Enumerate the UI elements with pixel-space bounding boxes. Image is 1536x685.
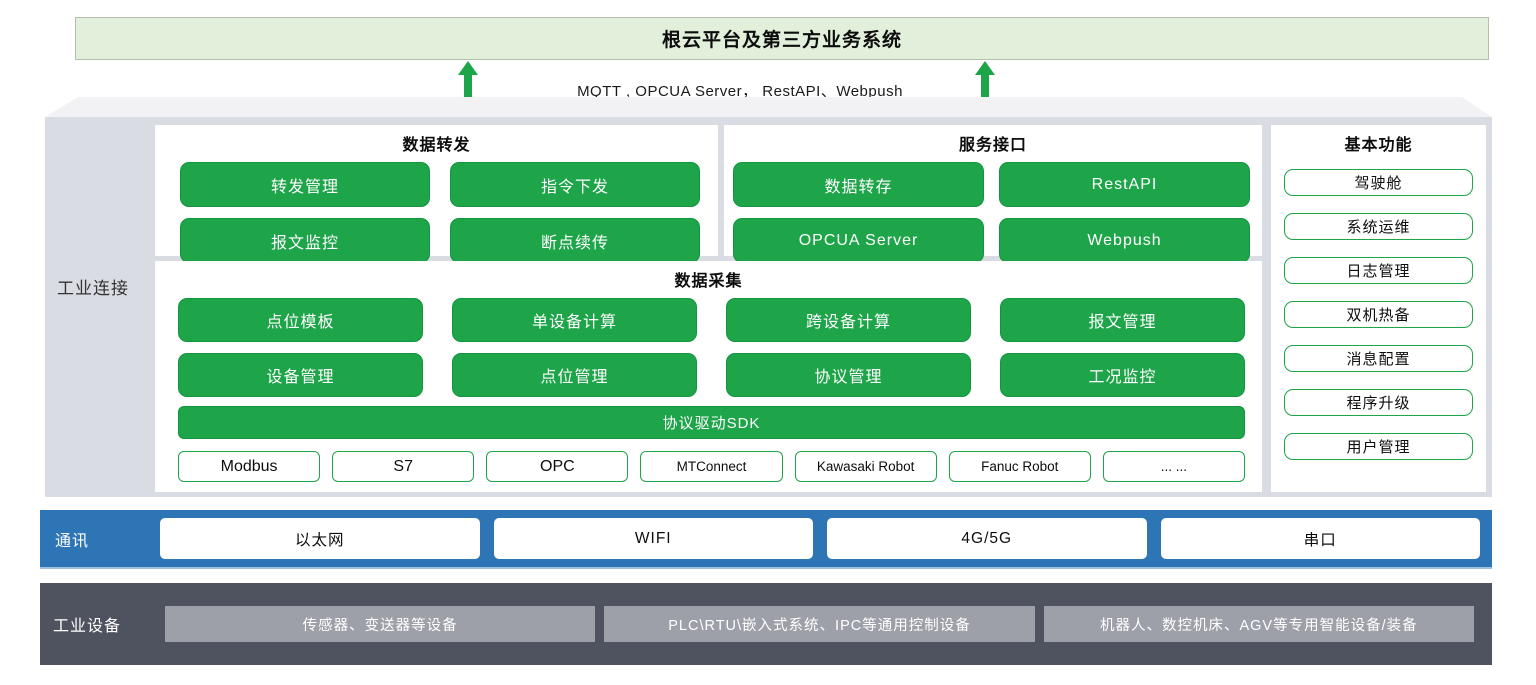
feature-button: OPCUA Server <box>733 218 984 263</box>
basic-functions-list: 驾驶舱 系统运维 日志管理 双机热备 消息配置 程序升级 用户管理 <box>1271 155 1486 460</box>
feature-button: 点位模板 <box>178 298 423 342</box>
protocol-box: Modbus <box>178 451 321 482</box>
basic-function-box: 用户管理 <box>1284 433 1473 460</box>
basic-function-box: 消息配置 <box>1284 345 1473 372</box>
protocol-box: OPC <box>486 451 629 482</box>
feature-button: 点位管理 <box>452 353 697 397</box>
communication-items: 以太网 WIFI 4G/5G 串口 <box>160 518 1492 559</box>
device-category-box: PLC\RTU\嵌入式系统、IPC等通用控制设备 <box>604 606 1035 642</box>
industrial-devices-items: 传感器、变送器等设备 PLC\RTU\嵌入式系统、IPC等通用控制设备 机器人、… <box>165 606 1492 642</box>
section-title: 服务接口 <box>958 137 1027 154</box>
data-forwarding-buttons: 转发管理 指令下发 报文监控 断点续传 <box>155 155 718 263</box>
section-title: 基本功能 <box>1344 137 1413 154</box>
data-collection-buttons: 点位模板 单设备计算 跨设备计算 报文管理 设备管理 点位管理 协议管理 工况监… <box>155 291 1262 397</box>
feature-button: Webpush <box>999 218 1250 263</box>
feature-button: 协议管理 <box>726 353 971 397</box>
service-interface-buttons: 数据转存 RestAPI OPCUA Server Webpush <box>724 155 1262 263</box>
top-banner: 根云平台及第三方业务系统 <box>75 17 1489 60</box>
communication-box: 以太网 <box>160 518 480 559</box>
feature-button: 指令下发 <box>450 162 700 207</box>
basic-function-box: 双机热备 <box>1284 301 1473 328</box>
protocol-driver-sdk-bar: 协议驱动SDK <box>178 406 1245 439</box>
section-data-forwarding: 数据转发 转发管理 指令下发 报文监控 断点续传 <box>155 125 718 263</box>
device-category-box: 传感器、变送器等设备 <box>165 606 596 642</box>
feature-button: 断点续传 <box>450 218 700 263</box>
section-title: 数据转发 <box>402 137 471 154</box>
transport-protocols-text: MQTT , OPCUA Server， RestAPI、Webpush <box>577 83 903 100</box>
protocol-box: MTConnect <box>640 451 783 482</box>
industrial-connection-panel: 工业连接 数据转发 转发管理 指令下发 报文监控 断点续传 服务接口 数据转存 … <box>45 117 1492 497</box>
protocol-list: Modbus S7 OPC MTConnect Kawasaki Robot F… <box>178 451 1245 482</box>
basic-function-box: 系统运维 <box>1284 213 1473 240</box>
industrial-devices-bar: 工业设备 传感器、变送器等设备 PLC\RTU\嵌入式系统、IPC等通用控制设备… <box>40 583 1492 665</box>
protocol-box: ... ... <box>1102 451 1245 482</box>
top-banner-title: 根云平台及第三方业务系统 <box>661 30 902 51</box>
protocol-box: S7 <box>332 451 475 482</box>
feature-button: 跨设备计算 <box>726 298 971 342</box>
feature-button: 单设备计算 <box>452 298 697 342</box>
communication-box: 4G/5G <box>827 518 1147 559</box>
basic-function-box: 程序升级 <box>1284 389 1473 416</box>
basic-function-box: 驾驶舱 <box>1284 169 1473 196</box>
feature-button: 报文监控 <box>180 218 430 263</box>
protocol-box: Kawasaki Robot <box>794 451 937 482</box>
feature-button: RestAPI <box>999 162 1250 207</box>
feature-button: 设备管理 <box>178 353 423 397</box>
industrial-connection-label: 工业连接 <box>57 279 129 298</box>
feature-button: 转发管理 <box>180 162 430 207</box>
communication-bar: 通讯 以太网 WIFI 4G/5G 串口 <box>40 510 1492 567</box>
communication-label: 通讯 <box>55 532 90 550</box>
basic-function-box: 日志管理 <box>1284 257 1473 284</box>
device-category-box: 机器人、数控机床、AGV等专用智能设备/装备 <box>1043 606 1474 642</box>
section-service-interface: 服务接口 数据转存 RestAPI OPCUA Server Webpush <box>724 125 1262 263</box>
section-title: 数据采集 <box>674 273 743 290</box>
panel-top-face <box>45 97 1492 117</box>
industrial-devices-label: 工业设备 <box>53 618 122 635</box>
feature-button: 工况监控 <box>1000 353 1245 397</box>
feature-button: 数据转存 <box>733 162 984 207</box>
protocol-box: Fanuc Robot <box>948 451 1091 482</box>
section-data-collection: 数据采集 点位模板 单设备计算 跨设备计算 报文管理 设备管理 点位管理 协议管… <box>155 261 1262 492</box>
feature-button: 报文管理 <box>1000 298 1245 342</box>
communication-box: WIFI <box>493 518 813 559</box>
section-basic-functions: 基本功能 驾驶舱 系统运维 日志管理 双机热备 消息配置 程序升级 用户管理 <box>1271 125 1486 492</box>
communication-box: 串口 <box>1160 518 1480 559</box>
